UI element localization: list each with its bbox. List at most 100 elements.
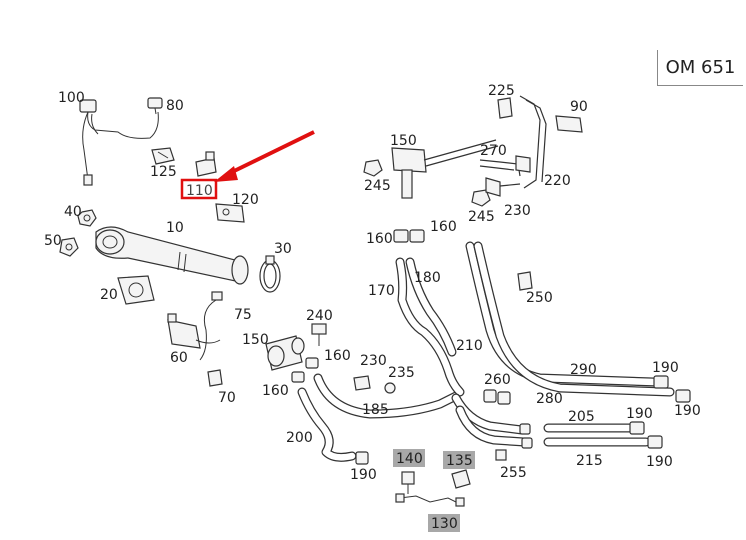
label-100[interactable]: 100 [58, 90, 85, 106]
connector-80[interactable] [147, 97, 163, 115]
valve-150-upper[interactable] [391, 139, 499, 199]
bracket-250[interactable] [517, 271, 533, 291]
label-160-c[interactable]: 160 [366, 231, 393, 247]
sensor-75[interactable] [199, 291, 223, 361]
label-120[interactable]: 120 [232, 192, 259, 208]
clamp-190-c[interactable] [675, 389, 691, 403]
label-140[interactable]: 140 [396, 451, 423, 467]
arrow-pointer [214, 130, 315, 182]
label-75[interactable]: 75 [234, 307, 252, 323]
pipe-270[interactable] [479, 159, 521, 177]
nut-50[interactable] [59, 237, 79, 257]
label-220[interactable]: 220 [544, 173, 571, 189]
bracket-230-b[interactable] [485, 177, 521, 197]
label-230-a[interactable]: 230 [360, 353, 387, 369]
clamp-190-d[interactable] [629, 421, 645, 435]
label-235[interactable]: 235 [388, 365, 415, 381]
bracket-125[interactable] [151, 147, 175, 165]
label-130[interactable]: 130 [431, 516, 458, 532]
label-170[interactable]: 170 [368, 283, 395, 299]
label-70[interactable]: 70 [218, 390, 236, 406]
clamp-190-a[interactable] [355, 451, 369, 465]
label-150-lower[interactable]: 150 [242, 332, 269, 348]
hose-205-215[interactable] [543, 423, 651, 447]
sensor-110[interactable] [195, 151, 217, 177]
label-240[interactable]: 240 [306, 308, 333, 324]
bracket-225[interactable] [497, 95, 547, 189]
label-160-a[interactable]: 160 [324, 348, 351, 364]
bracket-220[interactable] [515, 155, 531, 173]
gasket-20[interactable] [117, 275, 155, 305]
label-90[interactable]: 90 [570, 99, 588, 115]
sensor-140[interactable] [401, 471, 415, 494]
label-255[interactable]: 255 [500, 465, 527, 481]
label-215[interactable]: 215 [576, 453, 603, 469]
clamp-small-pair[interactable] [519, 423, 533, 449]
label-260[interactable]: 260 [484, 372, 511, 388]
bolt-240[interactable] [311, 323, 327, 346]
label-185[interactable]: 185 [362, 402, 389, 418]
module-60[interactable] [167, 313, 221, 349]
label-50[interactable]: 50 [44, 233, 62, 249]
bracket-230-a[interactable] [353, 375, 371, 391]
label-60[interactable]: 60 [170, 350, 188, 366]
label-200[interactable]: 200 [286, 430, 313, 446]
nut-245-a[interactable] [363, 159, 383, 177]
sensor-135[interactable] [451, 469, 471, 489]
clamp-30[interactable] [259, 255, 281, 293]
hose-170-180[interactable] [395, 257, 465, 397]
hose-185[interactable] [313, 373, 461, 419]
label-250[interactable]: 250 [526, 290, 553, 306]
label-225[interactable]: 225 [488, 83, 515, 99]
clip-160-b[interactable] [291, 371, 305, 383]
label-270[interactable]: 270 [480, 143, 507, 159]
label-160-b[interactable]: 160 [262, 383, 289, 399]
label-205[interactable]: 205 [568, 409, 595, 425]
label-190-a[interactable]: 190 [350, 467, 377, 483]
clamp-190-e[interactable] [647, 435, 663, 449]
hose-210[interactable] [451, 393, 529, 447]
label-160-d[interactable]: 160 [430, 219, 457, 235]
bracket-90[interactable] [555, 115, 583, 133]
label-20[interactable]: 20 [100, 287, 118, 303]
clamp-190-b[interactable] [653, 375, 669, 389]
label-80[interactable]: 80 [166, 98, 184, 114]
clip-255[interactable] [495, 449, 507, 461]
highlight-box [180, 178, 218, 200]
clip-160-d[interactable] [409, 229, 425, 243]
label-245-a[interactable]: 245 [364, 178, 391, 194]
hose-200[interactable] [297, 387, 357, 462]
clip-160-a[interactable] [305, 357, 319, 369]
label-30[interactable]: 30 [274, 241, 292, 257]
label-230-b[interactable]: 230 [504, 203, 531, 219]
clamp-260[interactable] [483, 389, 511, 405]
label-280[interactable]: 280 [536, 391, 563, 407]
label-180[interactable]: 180 [414, 270, 441, 286]
harness-130[interactable] [395, 493, 465, 507]
sensor-100[interactable] [79, 99, 159, 186]
label-210[interactable]: 210 [456, 338, 483, 354]
label-190-d[interactable]: 190 [626, 406, 653, 422]
bracket-120[interactable] [215, 203, 245, 223]
clip-235[interactable] [384, 382, 396, 394]
tag-bg-140 [393, 449, 425, 467]
valve-150-lower[interactable] [265, 335, 305, 371]
label-290[interactable]: 290 [570, 362, 597, 378]
label-245-b[interactable]: 245 [468, 209, 495, 225]
hose-290-280[interactable] [465, 241, 675, 397]
label-125[interactable]: 125 [150, 164, 177, 180]
label-190-c[interactable]: 190 [674, 403, 701, 419]
sensor-70[interactable] [207, 369, 223, 387]
label-110[interactable]: 110 [186, 183, 213, 199]
label-135[interactable]: 135 [446, 453, 473, 469]
label-10[interactable]: 10 [166, 220, 184, 236]
catalytic-converter-10[interactable] [95, 226, 249, 285]
label-190-b[interactable]: 190 [652, 360, 679, 376]
clip-160-c[interactable] [393, 229, 409, 243]
label-40[interactable]: 40 [64, 204, 82, 220]
label-150-upper[interactable]: 150 [390, 133, 417, 149]
label-190-e[interactable]: 190 [646, 454, 673, 470]
nut-40[interactable] [77, 209, 97, 227]
nut-245-b[interactable] [471, 189, 491, 207]
